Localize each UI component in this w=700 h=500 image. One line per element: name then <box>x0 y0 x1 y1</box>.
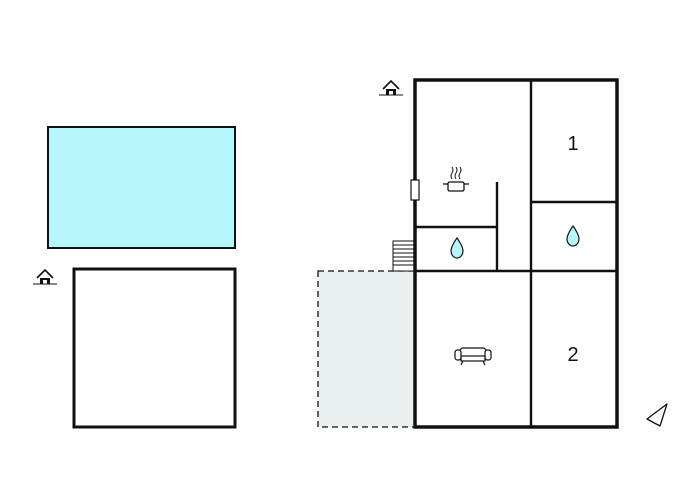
water-drop-icon <box>450 236 464 259</box>
main-house <box>413 78 619 429</box>
north-arrow-icon <box>646 403 668 427</box>
pool <box>47 126 236 249</box>
door-marker <box>410 179 420 201</box>
house-entrance-icon <box>379 79 403 96</box>
entrance-steps <box>392 240 415 272</box>
interior-walls <box>415 80 617 427</box>
house-entrance-icon <box>33 268 57 285</box>
room-label-2: 2 <box>567 344 578 366</box>
annex-building <box>72 267 237 429</box>
cooking-pot-icon <box>443 166 469 192</box>
room-label-1: 1 <box>567 133 578 155</box>
water-drop-icon <box>566 224 580 247</box>
terrace <box>317 270 416 428</box>
sofa-icon <box>454 347 492 366</box>
